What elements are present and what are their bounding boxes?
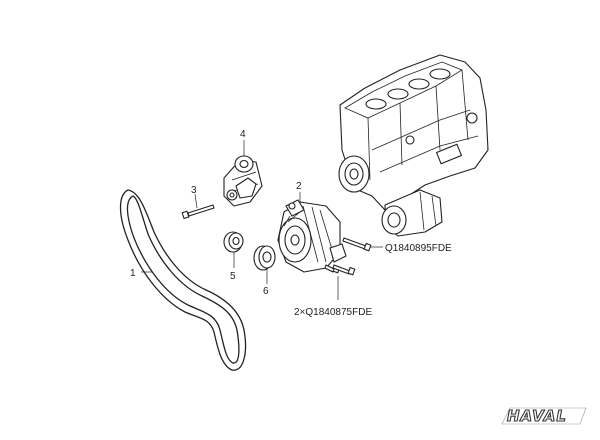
idler-pulley [223, 231, 244, 253]
logo-text: HAVAL [507, 407, 567, 425]
callout-6: 6 [263, 286, 269, 297]
callout-5: 5 [230, 271, 236, 282]
alternator [277, 199, 347, 273]
callout-2: 2 [296, 181, 302, 192]
belt-tensioner [223, 155, 263, 207]
haval-logo: HAVAL [501, 406, 587, 426]
alternator-bolt-upper [342, 237, 372, 252]
callout-4: 4 [240, 129, 246, 140]
callout-3: 3 [191, 185, 197, 196]
drive-belt [119, 189, 247, 371]
alternator-bolt-lower [324, 264, 356, 276]
callout-1: 1 [130, 268, 136, 279]
bolt-part-number-double: 2×Q1840875FDE [294, 307, 372, 318]
tensioner-bolt [181, 204, 215, 220]
alternator-pulley [253, 245, 276, 271]
engine-block [338, 54, 489, 237]
bolt-part-number-single: Q1840895FDE [385, 243, 452, 254]
